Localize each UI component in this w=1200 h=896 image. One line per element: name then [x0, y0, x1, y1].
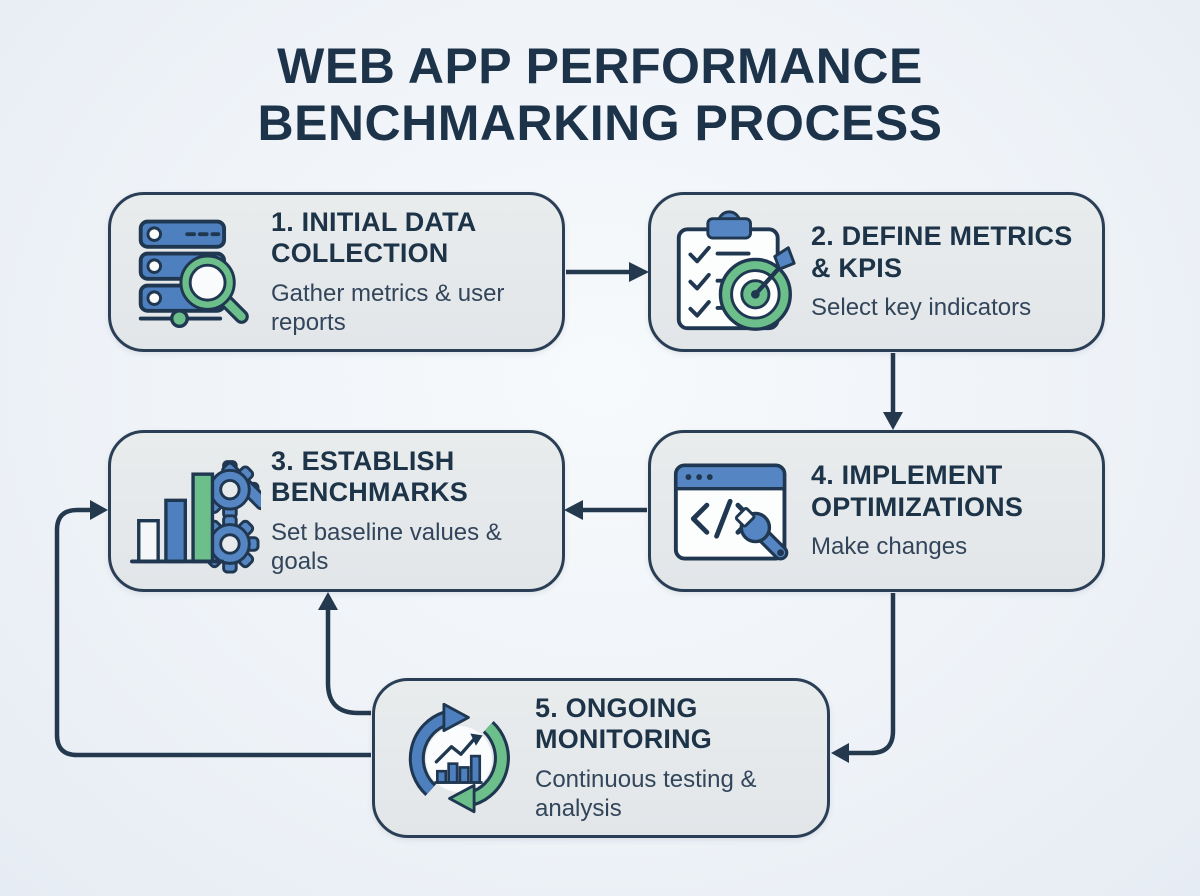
- cycle-chart-icon: [408, 702, 510, 814]
- gear-bottom: [200, 514, 260, 574]
- step-2-text: 2. DEFINE METRICS & KPIS Select key indi…: [805, 221, 1086, 322]
- cycle-arrows: [408, 702, 510, 814]
- wrench: [734, 507, 789, 561]
- server-search-icon: [138, 219, 249, 328]
- step-card-4: 4. IMPLEMENT OPTIMIZATIONS Make changes: [648, 430, 1105, 592]
- bars: [130, 472, 225, 564]
- arrow-step5-to-step3-up: [318, 592, 371, 716]
- step-4-icon-wrap: [665, 443, 805, 579]
- arrow-step4-to-step5: [831, 593, 896, 763]
- step-5-icon-wrap: [389, 690, 529, 826]
- step-card-1: 1. INITIAL DATA COLLECTION Gather metric…: [108, 192, 565, 352]
- step-5-heading: 5. ONGOING MONITORING: [535, 692, 712, 755]
- bar-chart-gears-icon: [130, 460, 261, 574]
- code-window-wrench-icon: [673, 463, 789, 561]
- step-3-description: Set baseline values & goals: [271, 518, 502, 576]
- arrow-step2-to-step4: [883, 353, 903, 430]
- step-3-text: 3. ESTABLISH BENCHMARKS Set baseline val…: [265, 446, 546, 577]
- page-title: WEB APP PERFORMANCE BENCHMARKING PROCESS: [0, 38, 1200, 152]
- step-card-2: 2. DEFINE METRICS & KPIS Select key indi…: [648, 192, 1105, 352]
- arrow-step1-to-step2: [566, 262, 649, 282]
- step-1-heading: 1. INITIAL DATA COLLECTION: [271, 206, 476, 269]
- step-3-icon-wrap: [125, 443, 265, 579]
- step-2-heading: 2. DEFINE METRICS & KPIS: [811, 221, 1073, 283]
- step-3-heading: 3. ESTABLISH BENCHMARKS: [271, 445, 468, 508]
- step-1-icon-wrap: [125, 204, 265, 340]
- step-4-description: Make changes: [811, 533, 968, 561]
- step-5-description: Continuous testing & analysis: [535, 765, 757, 823]
- step-1-text: 1. INITIAL DATA COLLECTION Gather metric…: [265, 207, 546, 338]
- step-4-heading: 4. IMPLEMENT OPTIMIZATIONS: [811, 460, 1024, 522]
- step-1-description: Gather metrics & user reports: [271, 279, 505, 337]
- arrow-step4-to-step3: [564, 500, 647, 520]
- step-card-5: 5. ONGOING MONITORING Continuous testing…: [372, 678, 830, 838]
- gear-top: [200, 460, 261, 520]
- step-2-icon-wrap: [665, 204, 805, 340]
- step-4-text: 4. IMPLEMENT OPTIMIZATIONS Make changes: [805, 460, 1086, 561]
- clipboard-target-icon: [676, 210, 796, 331]
- step-2-description: Select key indicators: [811, 294, 1032, 322]
- page-title-text: WEB APP PERFORMANCE BENCHMARKING PROCESS: [257, 38, 943, 151]
- mini-trend-chart: [434, 733, 483, 784]
- step-5-text: 5. ONGOING MONITORING Continuous testing…: [529, 693, 811, 824]
- step-card-3: 3. ESTABLISH BENCHMARKS Set baseline val…: [108, 430, 565, 592]
